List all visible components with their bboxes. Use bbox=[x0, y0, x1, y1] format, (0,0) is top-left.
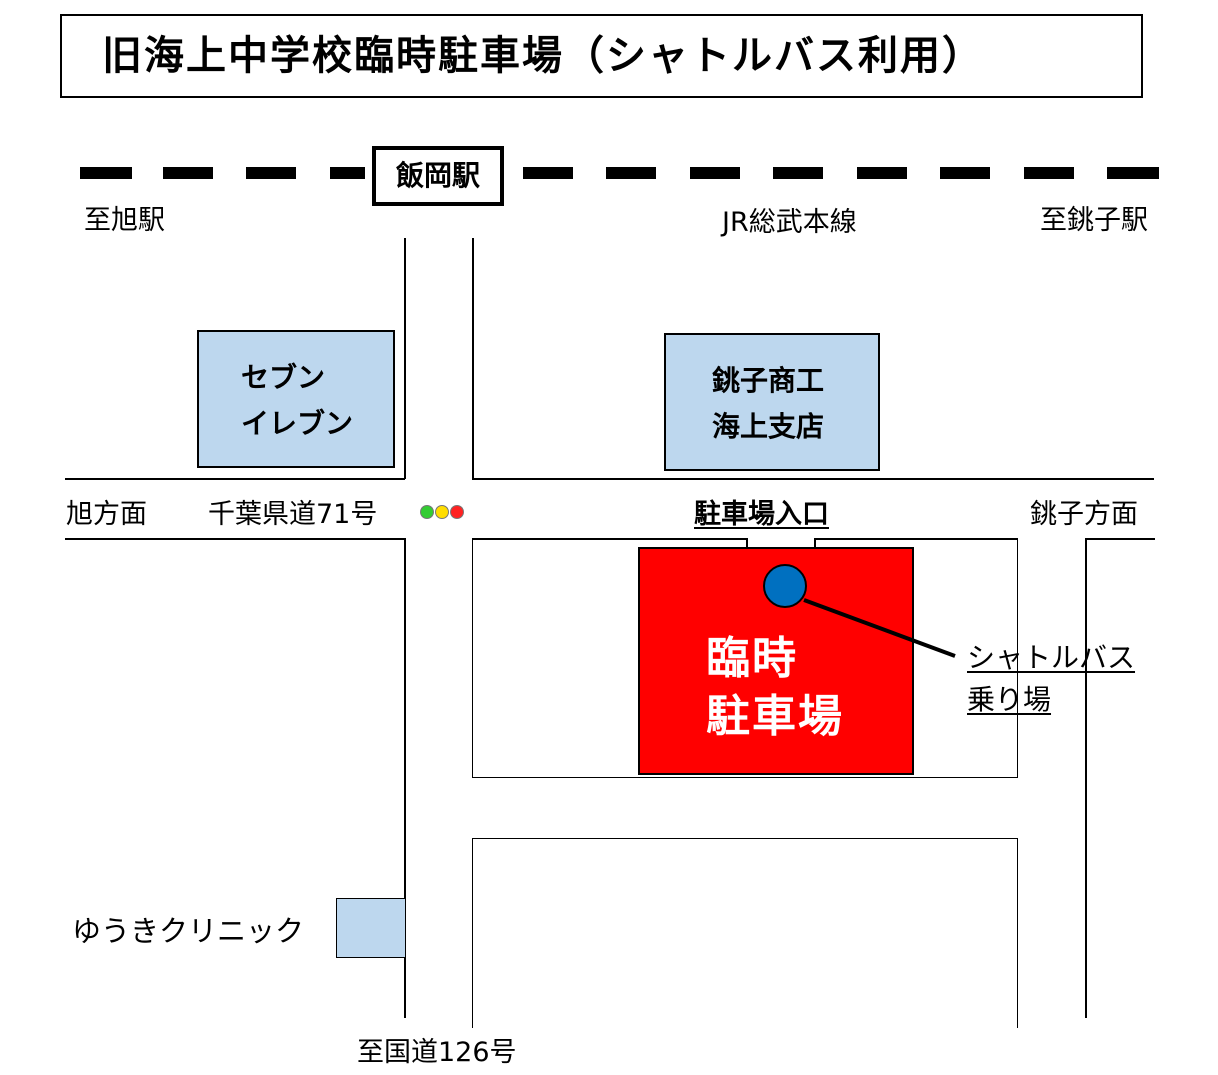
seven-eleven-line1: セブン bbox=[241, 361, 326, 394]
asahi-direction-label: 旭方面 bbox=[66, 499, 147, 530]
bus-stop-label-line2: 乗り場 bbox=[967, 683, 1052, 716]
to-choshi-station-label: 至銚子駅 bbox=[1040, 205, 1148, 236]
choshi-shoko-line2: 海上支店 bbox=[712, 410, 825, 443]
bus-stop-label-line1: シャトルバス bbox=[967, 641, 1136, 674]
choshi-direction-label: 銚子方面 bbox=[1030, 499, 1138, 530]
south-block bbox=[472, 838, 1018, 1028]
parking-label-line1: 臨時 bbox=[706, 633, 798, 684]
seven-eleven-building: セブン イレブン bbox=[197, 330, 395, 468]
to-asahi-station-label: 至旭駅 bbox=[84, 205, 165, 236]
yuuki-clinic-building bbox=[336, 898, 405, 958]
map-title: 旧海上中学校臨時駐車場（シャトルバス利用） bbox=[60, 14, 1143, 98]
choshi-shoko-line1: 銚子商工 bbox=[712, 364, 825, 397]
choshi-shoko-building: 銚子商工 海上支店 bbox=[664, 333, 880, 471]
seven-eleven-line2: イレブン bbox=[241, 407, 354, 440]
route-71-label: 千葉県道71号 bbox=[208, 499, 378, 530]
station-iioka: 飯岡駅 bbox=[372, 146, 504, 206]
yuuki-clinic-label: ゆうきクリニック bbox=[72, 914, 305, 948]
parking-entrance-label: 駐車場入口 bbox=[694, 499, 829, 530]
to-route-126-label: 至国道126号 bbox=[357, 1037, 517, 1068]
railway-line-name: JR総武本線 bbox=[722, 207, 857, 238]
parking-label-line2: 駐車場 bbox=[706, 691, 844, 742]
